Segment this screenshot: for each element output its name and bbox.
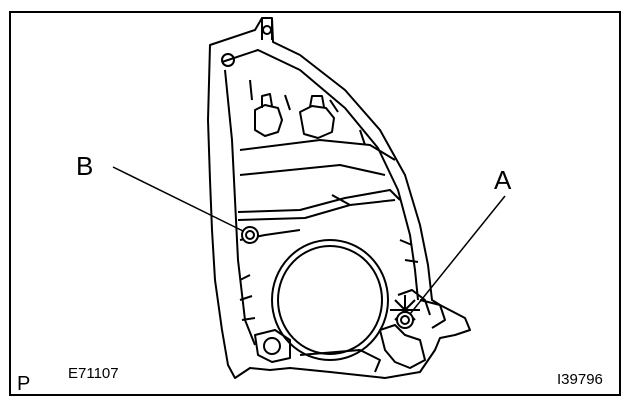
adjuster-screw-b (241, 226, 259, 244)
corner-mark: P (17, 373, 31, 395)
figure-code: E71107 (68, 365, 119, 382)
leader-line-a (409, 195, 506, 315)
adjuster-screw-a (396, 311, 414, 329)
border (9, 11, 621, 396)
leader-line-b (112, 166, 244, 232)
callout-b: B (76, 151, 94, 181)
callout-a: A (494, 165, 512, 195)
image-code: I39796 (557, 371, 603, 388)
headlamp-housing (207, 17, 471, 379)
